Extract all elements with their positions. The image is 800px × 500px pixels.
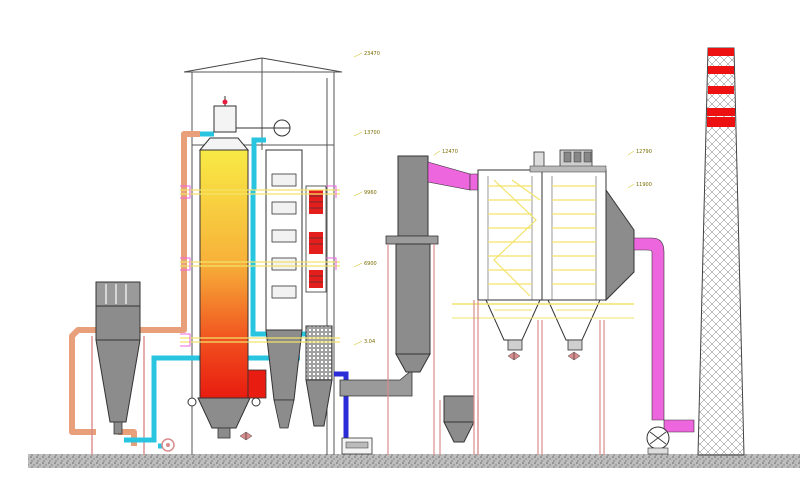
ground-strip [28,454,800,468]
bottom-feeder [341,437,373,455]
steam-drum [213,96,291,137]
primary-cyclone [91,281,145,455]
flue-duct-gray [339,369,413,397]
elevation-label-filter-mid: 11900 [636,182,652,188]
elevation-label-low: 3.04 [364,339,375,345]
chimney [697,47,745,456]
elevation-label-mid1: 13700 [364,130,380,136]
platforms-yellow [180,189,340,343]
platform-brackets [180,185,337,347]
elevation-label-cyclone: 12470 [442,149,458,155]
valve-icon [239,351,581,441]
elevation-label-mid3: 6900 [364,261,377,267]
flue-duct-blue [334,371,349,440]
pump-icon [161,438,175,452]
air-preheater [305,325,333,427]
ash-hopper [439,395,479,455]
elevation-labels: 23470 13700 9960 6900 3.04 12470 12790 1… [364,51,652,345]
furnace [187,137,267,439]
elevation-label-mid2: 9960 [364,190,377,196]
outlet-duct-magenta [633,237,695,433]
fan-icon [646,426,670,455]
label-leaders [353,52,635,346]
elevation-label-filter-top: 12790 [636,149,652,155]
elevation-label-top: 23470 [364,51,380,57]
flue-duct-magenta [427,161,479,191]
secondary-cyclone [385,155,439,455]
bag-filter [452,149,635,455]
